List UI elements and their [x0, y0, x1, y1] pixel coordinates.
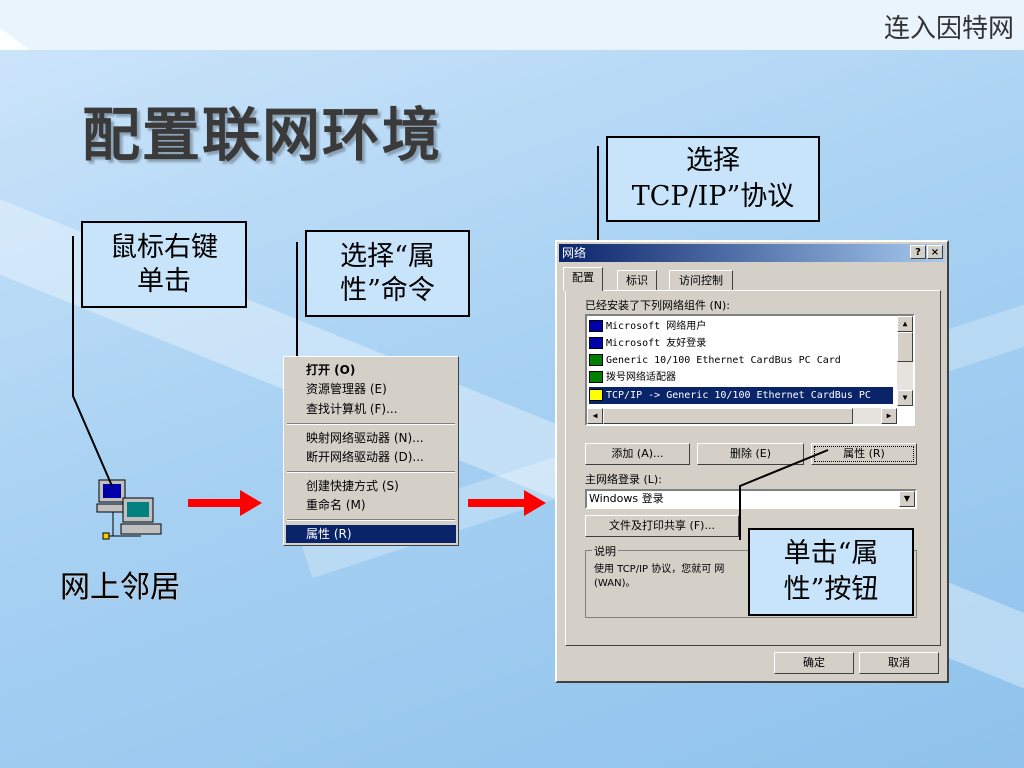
- red-arrow: [468, 490, 546, 516]
- primary-logon-select[interactable]: Windows 登录 ▼: [585, 489, 917, 509]
- list-item[interactable]: 拨号网络适配器: [589, 369, 893, 386]
- menu-item-find-computer[interactable]: 查找计算机 (F)...: [306, 402, 398, 416]
- chevron-down-icon[interactable]: ▼: [899, 491, 915, 507]
- scroll-down-arrow-icon[interactable]: ▼: [897, 390, 913, 406]
- scroll-right-arrow-icon[interactable]: ▶: [881, 408, 897, 424]
- network-computers-icon: [96, 479, 162, 540]
- network-dialog: 网络 ? × 配置 标识 访问控制 已经安装了下列网络组件 (N): Micro…: [555, 240, 949, 683]
- menu-separator: [287, 423, 455, 425]
- description-text: 使用 TCP/IP 协议，您就可 网 (WAN)。: [594, 564, 725, 589]
- menu-item-disconnect-drive[interactable]: 断开网络驱动器 (D)...: [306, 450, 424, 464]
- corner-title: 连入因特网: [883, 14, 1014, 44]
- red-arrow: [188, 490, 262, 516]
- scroll-left-arrow-icon[interactable]: ◀: [587, 408, 603, 424]
- callout-text: 鼠标右键单击: [110, 231, 218, 297]
- primary-logon-label: 主网络登录 (L):: [585, 473, 662, 486]
- menu-item-explore[interactable]: 资源管理器 (E): [306, 382, 387, 396]
- network-neighborhood-label: 网上邻居: [60, 570, 180, 605]
- network-client-icon: [589, 337, 603, 349]
- menu-item-create-shortcut[interactable]: 创建快捷方式 (S): [306, 479, 399, 493]
- tab-config[interactable]: 配置: [563, 267, 603, 291]
- network-client-icon: [589, 320, 603, 332]
- properties-button[interactable]: 属性 (R): [811, 443, 917, 465]
- file-print-sharing-button[interactable]: 文件及打印共享 (F)...: [585, 515, 739, 537]
- tab-access-control[interactable]: 访问控制: [669, 270, 733, 290]
- top-band: [0, 0, 1024, 50]
- callout-right-click: 鼠标右键单击: [81, 221, 247, 308]
- components-label: 已经安装了下列网络组件 (N):: [585, 299, 731, 312]
- list-item-selected[interactable]: TCP/IP -> Generic 10/100 Ethernet CardBu…: [589, 387, 893, 404]
- tab-panel: [565, 290, 941, 646]
- remove-button[interactable]: 删除 (E): [697, 443, 804, 465]
- dialog-title: 网络: [562, 246, 587, 260]
- callout-choose-tcpip: 选择TCP/IP”协议: [606, 136, 820, 222]
- scroll-up-arrow-icon[interactable]: ▲: [897, 316, 913, 332]
- list-item[interactable]: Generic 10/100 Ethernet CardBus PC Card: [589, 352, 893, 369]
- help-button[interactable]: ?: [910, 245, 926, 259]
- callout-click-properties-button: 单击“属性”按钮: [748, 528, 914, 616]
- context-menu: 打开 (O) 资源管理器 (E) 查找计算机 (F)... 映射网络驱动器 (N…: [283, 356, 459, 546]
- menu-separator: [287, 519, 455, 521]
- dialog-titlebar: 网络: [559, 244, 945, 262]
- slide-title: 配置联网环境: [82, 101, 443, 169]
- scroll-thumb[interactable]: [897, 332, 913, 362]
- pointer-line: [72, 236, 113, 487]
- callout-text: 单击“属性”按钮: [783, 538, 879, 605]
- callout-text: 选择“属性”命令: [340, 240, 435, 306]
- menu-item-map-drive[interactable]: 映射网络驱动器 (N)...: [306, 431, 424, 445]
- close-button[interactable]: ×: [927, 245, 943, 259]
- description-label: 说明: [592, 543, 618, 559]
- protocol-icon: [589, 389, 603, 401]
- callout-text: 选择TCP/IP”协议: [631, 145, 795, 212]
- menu-item-open[interactable]: 打开 (O): [306, 363, 356, 377]
- primary-logon-value: Windows 登录: [589, 492, 664, 505]
- menu-separator: [287, 471, 455, 473]
- network-neighborhood-icon[interactable]: [95, 476, 165, 546]
- network-adapter-icon: [589, 354, 603, 366]
- horizontal-scrollbar[interactable]: ◀ ▶: [587, 408, 897, 424]
- tab-identification[interactable]: 标识: [617, 270, 657, 290]
- list-item[interactable]: Microsoft 友好登录: [589, 335, 893, 352]
- vertical-scrollbar[interactable]: ▲ ▼: [897, 316, 913, 406]
- list-item[interactable]: Microsoft 网络用户: [589, 318, 893, 335]
- menu-item-rename[interactable]: 重命名 (M): [306, 498, 366, 512]
- menu-item-properties[interactable]: 属性 (R): [286, 525, 456, 543]
- network-adapter-icon: [589, 371, 603, 383]
- scroll-thumb[interactable]: [603, 408, 853, 424]
- callout-choose-properties: 选择“属性”命令: [305, 230, 470, 317]
- cancel-button[interactable]: 取消: [859, 652, 939, 674]
- decorative-triangle: [0, 28, 30, 50]
- add-button[interactable]: 添加 (A)...: [585, 443, 690, 465]
- ok-button[interactable]: 确定: [774, 652, 854, 674]
- components-list[interactable]: Microsoft 网络用户 Microsoft 友好登录 Generic 10…: [585, 314, 915, 426]
